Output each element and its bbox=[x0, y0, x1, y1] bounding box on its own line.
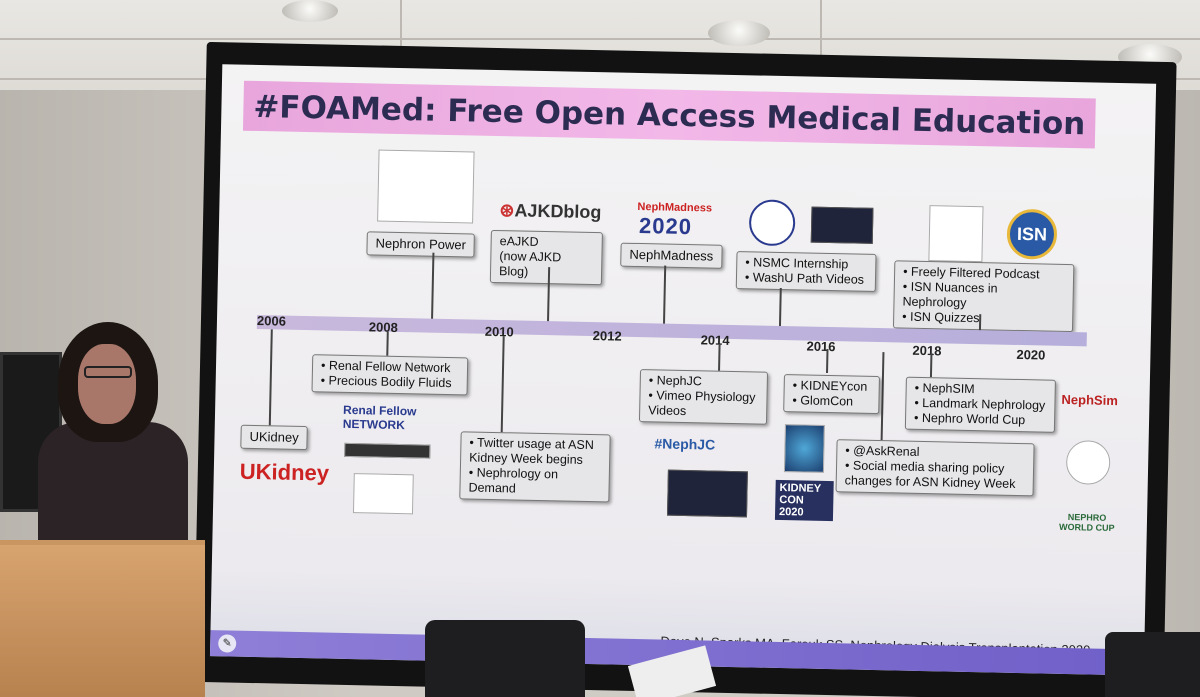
kidneycon-logo: KIDNEY CON 2020 bbox=[774, 479, 834, 522]
timeline-connector bbox=[778, 287, 782, 328]
podium bbox=[0, 545, 205, 697]
nephron-power-thumbnail bbox=[377, 149, 475, 224]
physiology-video-thumbnail bbox=[666, 469, 748, 518]
landmark-nephrology-logo bbox=[1065, 440, 1111, 485]
ukidney-box: UKidney bbox=[240, 424, 308, 451]
timeline-connector bbox=[718, 344, 721, 371]
year-label: 2006 bbox=[256, 313, 287, 329]
nephro-world-cup-logo: NEPHRO WORLD CUP bbox=[1058, 512, 1115, 534]
nephsim-box: NephSIM Landmark Nephrology Nephro World… bbox=[904, 376, 1056, 433]
year-label: 2014 bbox=[700, 332, 730, 348]
ceiling-light bbox=[708, 20, 770, 46]
nephjc-logo: #NephJC bbox=[654, 435, 716, 453]
timeline-connector bbox=[880, 352, 885, 441]
year-label: 2010 bbox=[484, 323, 514, 340]
glomcon-image bbox=[783, 424, 825, 473]
nephjc-box: NephJC Vimeo Physiology Videos bbox=[638, 369, 769, 425]
nephsim-logo: NephSim bbox=[1061, 391, 1118, 409]
washu-video-thumbnail bbox=[810, 206, 874, 244]
timeline-connector bbox=[500, 336, 505, 433]
timeline-connector bbox=[386, 331, 389, 356]
ajkd-icon: ⊛ bbox=[499, 200, 515, 221]
year-label: 2020 bbox=[1016, 346, 1046, 363]
year-label: 2016 bbox=[806, 338, 836, 355]
renal-fellow-box: Renal Fellow Network Precious Bodily Flu… bbox=[311, 354, 469, 396]
ceiling-grid-line bbox=[0, 38, 1200, 40]
chair bbox=[425, 620, 585, 697]
precious-bodily-fluids-banner bbox=[344, 442, 431, 459]
ajkd-blog-logo: ⊛AJKDblog bbox=[499, 200, 602, 223]
timeline-connector bbox=[662, 265, 667, 326]
timeline-connector bbox=[268, 329, 273, 426]
slide-title: #FOAMed: Free Open Access Medical Educat… bbox=[253, 88, 1086, 143]
title-banner: #FOAMed: Free Open Access Medical Educat… bbox=[242, 80, 1096, 149]
freely-filtered-box: Freely Filtered Podcast ISN Nuances in N… bbox=[892, 260, 1075, 333]
nephrology-on-demand-thumbnail bbox=[352, 473, 414, 515]
edit-icon[interactable]: ✎ bbox=[218, 634, 237, 653]
askrenal-box: @AskRenal Social media sharing policy ch… bbox=[835, 439, 1035, 497]
kidneycon-box: KIDNEYcon GlomCon bbox=[783, 374, 880, 415]
chair bbox=[1105, 632, 1200, 697]
year-label: 2012 bbox=[592, 328, 622, 344]
slide: #FOAMed: Free Open Access Medical Educat… bbox=[209, 64, 1157, 676]
year-label: 2008 bbox=[368, 319, 398, 335]
projector-screen: #FOAMed: Free Open Access Medical Educat… bbox=[193, 41, 1177, 697]
timeline-connector bbox=[929, 353, 933, 378]
nephmadness-box: NephMadness bbox=[620, 242, 723, 269]
nephmadness-year: 2020 bbox=[638, 213, 693, 240]
renal-fellow-logo: Renal Fellow NETWORK bbox=[342, 402, 417, 433]
nsmc-box: NSMC Internship WashU Path Videos bbox=[735, 251, 877, 292]
ceiling-light bbox=[282, 0, 338, 22]
isn-logo: ISN bbox=[1006, 208, 1058, 260]
ukidney-logo: UKidney bbox=[239, 458, 330, 486]
nephron-power-box: Nephron Power bbox=[366, 231, 476, 258]
nsmc-seal-icon bbox=[748, 199, 796, 247]
presenter-face bbox=[78, 344, 136, 424]
freely-filtered-podcast-thumbnail bbox=[928, 205, 984, 263]
glasses-icon bbox=[84, 366, 132, 378]
ceiling-grid-line bbox=[820, 0, 822, 90]
eajkd-box: eAJKD (now AJKD Blog) bbox=[489, 229, 603, 286]
year-label: 2018 bbox=[912, 342, 942, 359]
twitter-box: Twitter usage at ASN Kidney Week begins … bbox=[459, 431, 611, 503]
timeline-connector bbox=[826, 348, 829, 373]
timeline-connector bbox=[431, 252, 435, 321]
timeline-connector bbox=[546, 267, 551, 324]
